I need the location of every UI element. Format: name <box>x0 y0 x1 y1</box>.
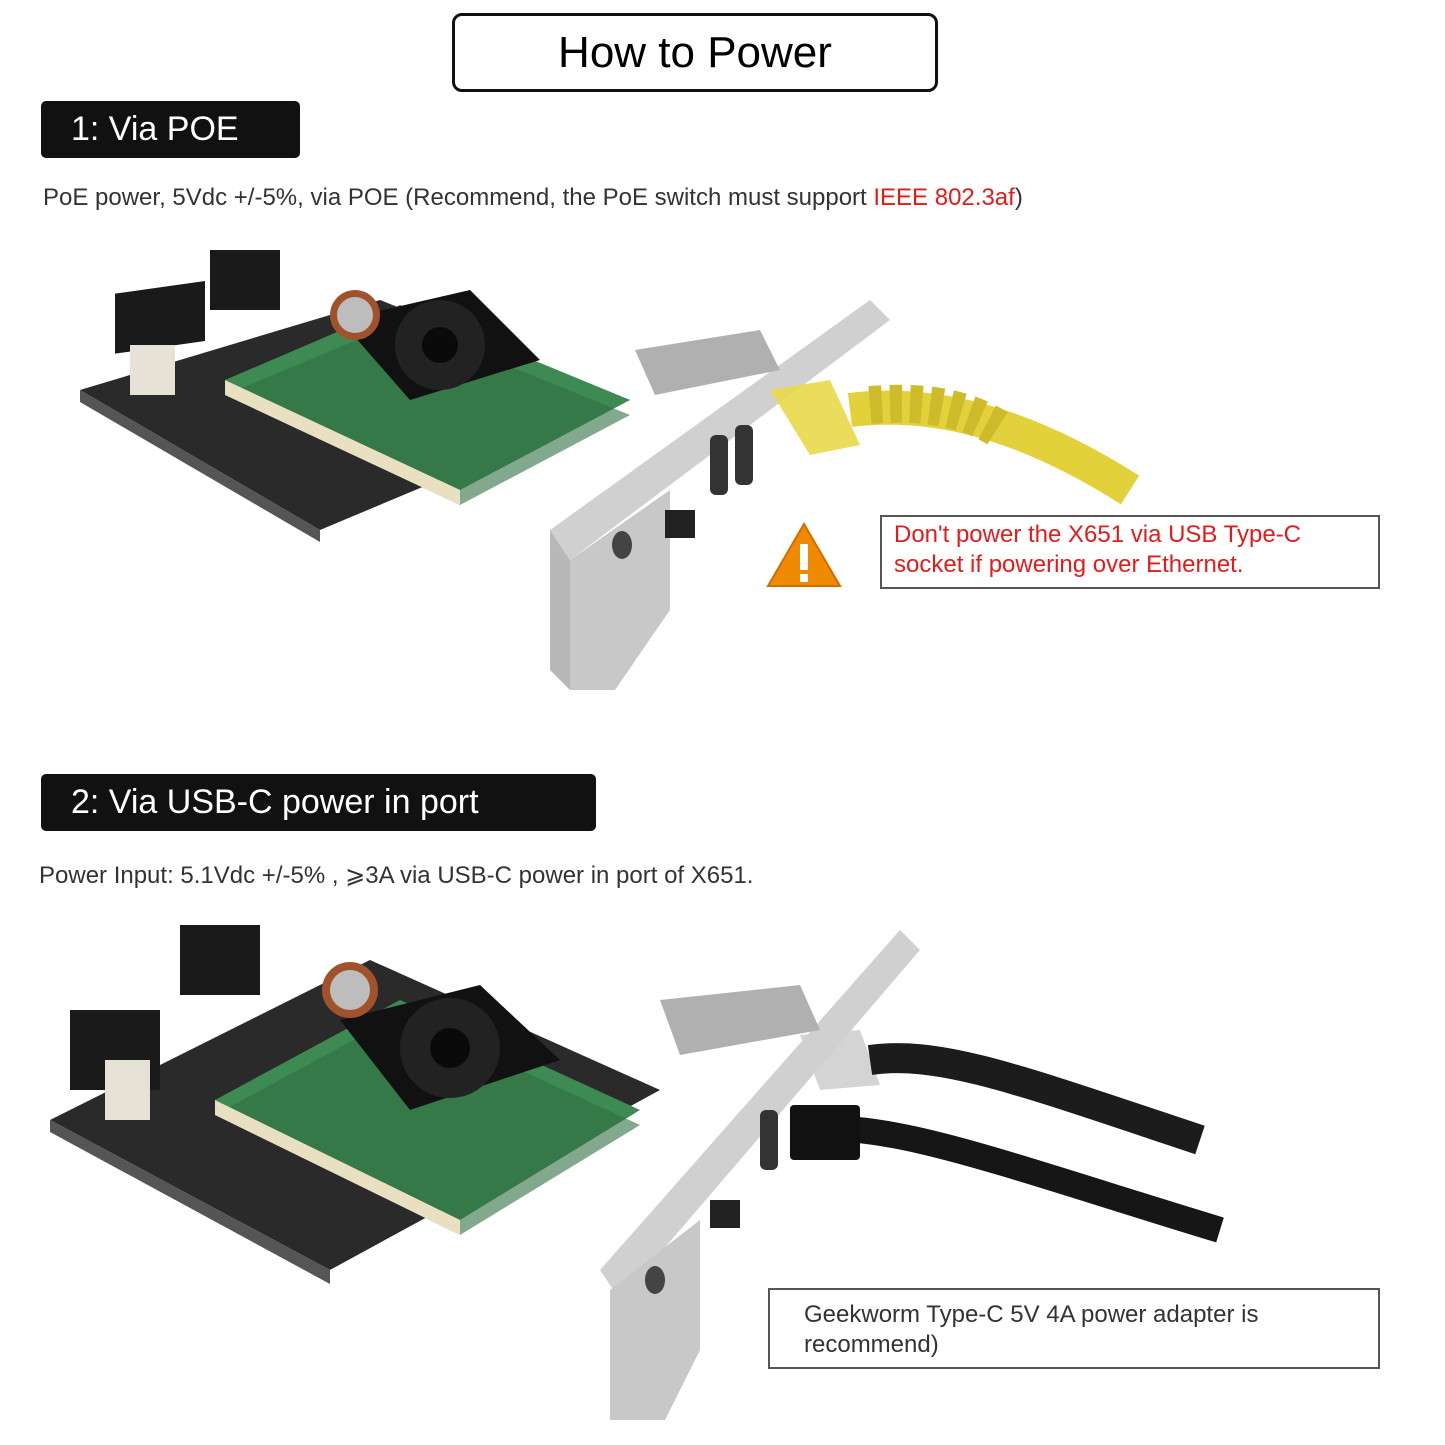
board-usbc-image <box>50 925 1224 1420</box>
section1-description: PoE power, 5Vdc +/-5%, via POE (Recommen… <box>43 184 1023 212</box>
board-poe-image <box>80 250 1140 690</box>
usbc-note-line2: recommend) <box>804 1331 939 1358</box>
page-title-box: How to Power <box>452 13 938 92</box>
section1-desc-suffix: ) <box>1014 184 1023 211</box>
usbc-note-box: Geekworm Type-C 5V 4A power adapter is r… <box>768 1288 1380 1369</box>
poe-warning-line2: socket if powering over Ethernet. <box>894 551 1244 578</box>
poe-warning-line1: Don't power the X651 via USB Type-C <box>894 521 1302 548</box>
section1-desc-prefix: PoE power, 5Vdc +/-5%, via POE (Recommen… <box>43 184 874 211</box>
warning-icon <box>766 522 842 587</box>
section2-label-text: 2: Via USB-C power in port <box>71 783 479 821</box>
section2-label: 2: Via USB-C power in port <box>41 774 596 831</box>
section1-label-text: 1: Via POE <box>71 110 239 148</box>
section1-label: 1: Via POE <box>41 101 300 158</box>
section2-description: Power Input: 5.1Vdc +/-5% , ⩾3A via USB-… <box>39 862 754 889</box>
page-title: How to Power <box>558 27 832 77</box>
poe-warning-box: Don't power the X651 via USB Type-C sock… <box>880 515 1380 589</box>
usbc-note-line1: Geekworm Type-C 5V 4A power adapter is <box>804 1301 1259 1328</box>
section1-desc-highlight: IEEE 802.3af <box>873 184 1015 211</box>
